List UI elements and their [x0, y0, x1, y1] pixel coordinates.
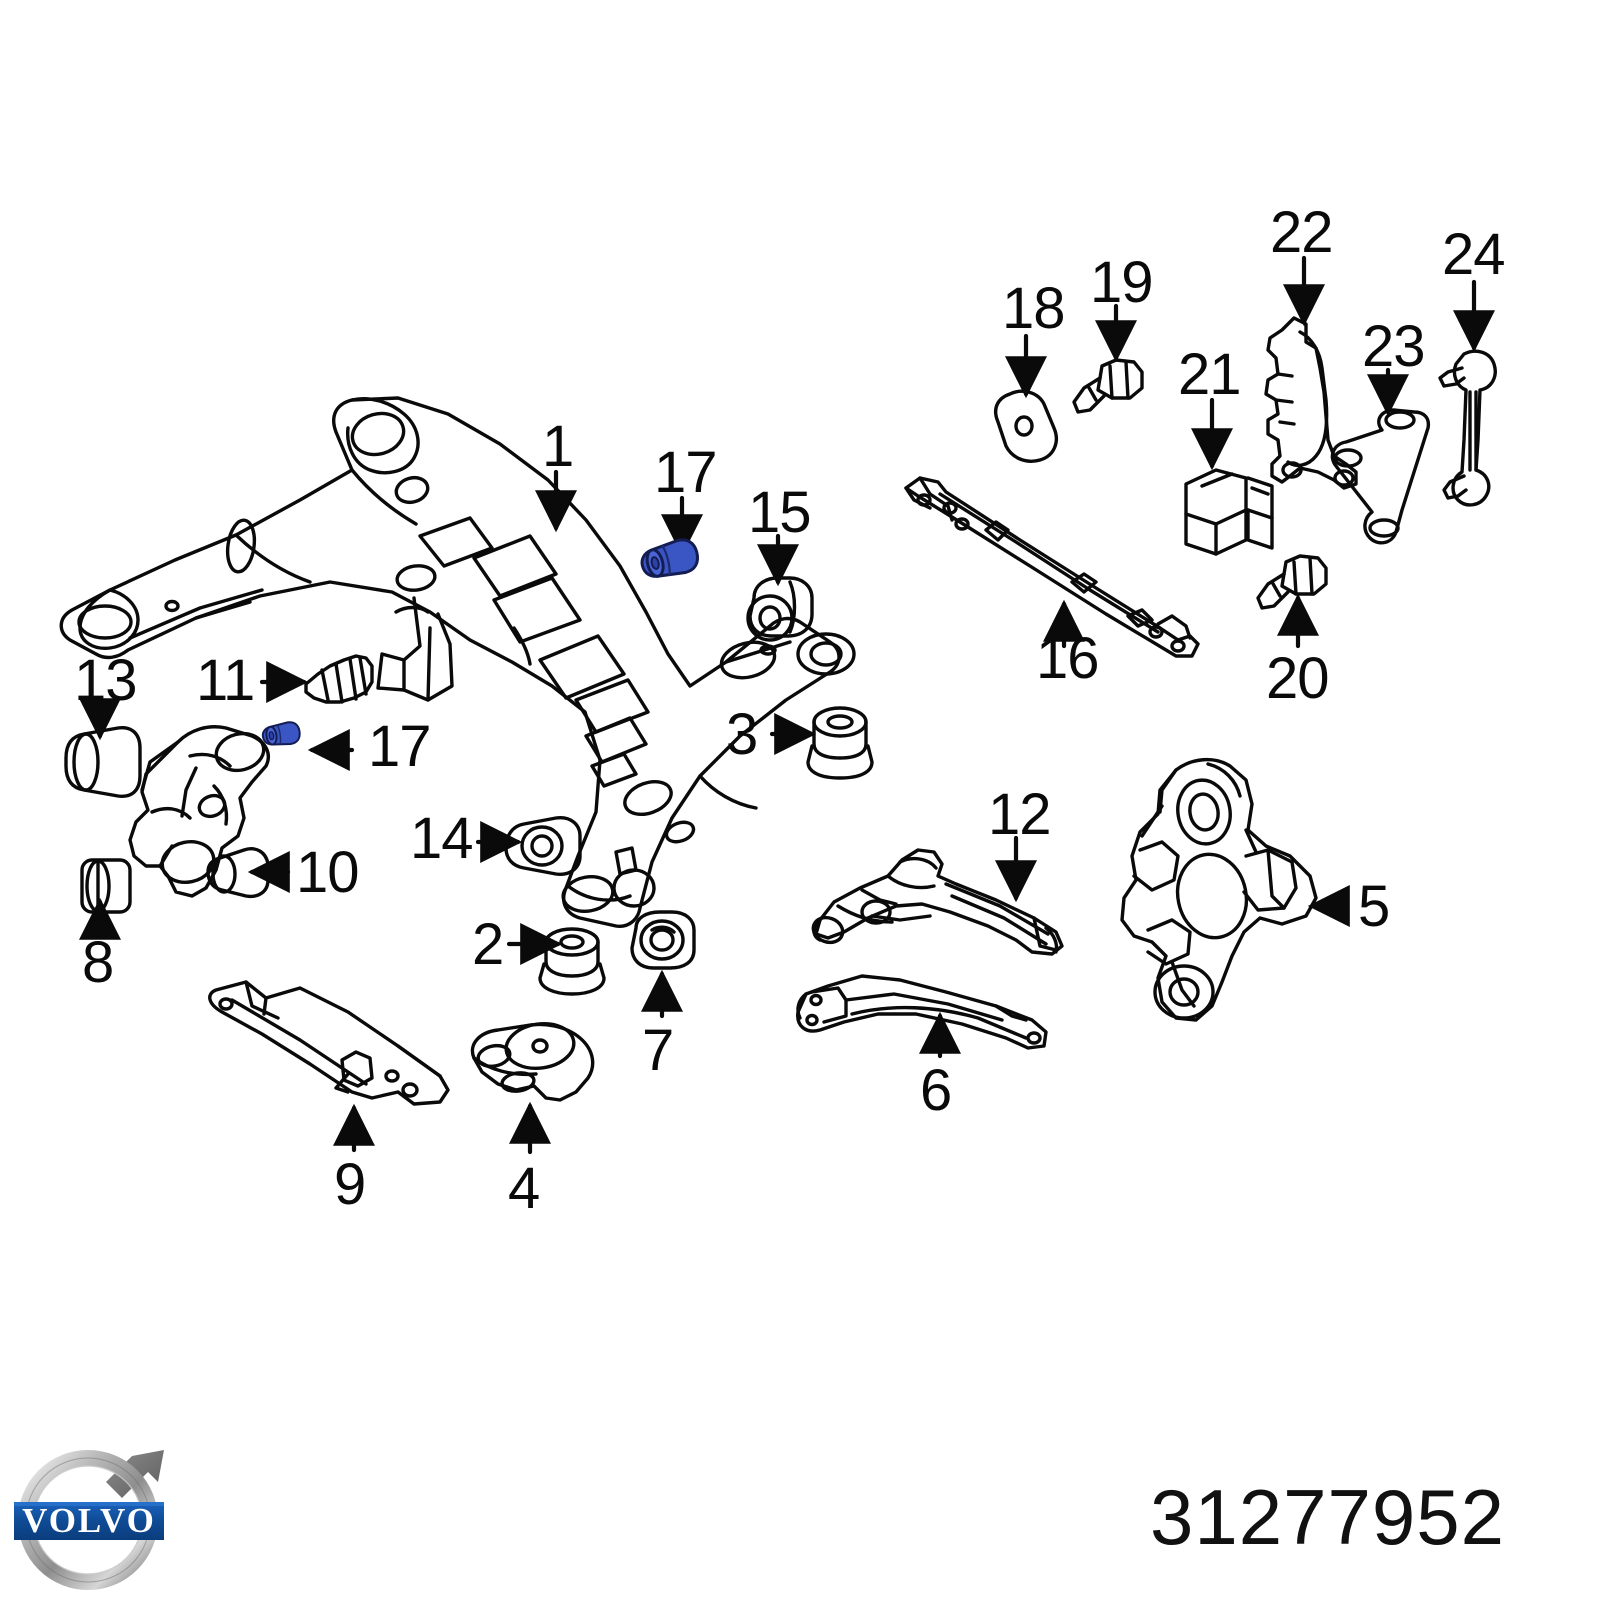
- callout-label-3: 3: [726, 702, 758, 767]
- callout-label-19: 19: [1090, 250, 1154, 315]
- callout-label-4: 4: [508, 1156, 540, 1221]
- callout-label-22: 22: [1270, 200, 1334, 265]
- part-lower-control-arm: [796, 974, 1048, 1050]
- part-bushing-small: [538, 927, 606, 996]
- callout-label-7: 7: [642, 1018, 674, 1083]
- part-mount-bracket: [1264, 316, 1358, 490]
- callout-label-15: 15: [748, 480, 812, 545]
- part-steering-knuckle: [1120, 758, 1318, 1022]
- part-subframe-bushing-upper: [637, 535, 703, 584]
- callout-label-10: 10: [296, 840, 360, 905]
- callout-label-20: 20: [1266, 646, 1330, 711]
- part-bushing-sleeve-lower: [80, 858, 132, 914]
- callout-label-11: 11: [196, 648, 255, 713]
- callout-label-17-upper: 17: [654, 440, 718, 505]
- callout-label-14: 14: [410, 806, 474, 871]
- part-rubber-stop-block: [1184, 468, 1274, 556]
- callout-label-2: 2: [472, 912, 504, 977]
- callout-label-16: 16: [1036, 626, 1100, 691]
- callout-label-24: 24: [1442, 222, 1506, 287]
- part-washer-plate: [993, 389, 1059, 463]
- callout-label-23: 23: [1362, 314, 1426, 379]
- part-number: 31277952: [1150, 1473, 1506, 1561]
- callout-label-21: 21: [1178, 342, 1242, 407]
- volvo-logo: VOLVO: [14, 1450, 164, 1590]
- callout-label-8: 8: [82, 930, 114, 995]
- callout-label-9: 9: [334, 1152, 366, 1217]
- part-upper-control-arm: [811, 848, 1064, 956]
- part-hex-bolt-lower: [1256, 554, 1328, 610]
- part-reinforcement-rail: [904, 476, 1200, 658]
- callout-label-1: 1: [542, 414, 574, 479]
- callout-label-6: 6: [920, 1058, 952, 1123]
- callout-leaders: [79, 255, 1495, 1155]
- part-bushing-sleeve-upper: [64, 726, 142, 798]
- part-triangular-plate: [1330, 408, 1431, 545]
- part-bushing-tapered: [746, 576, 814, 642]
- part-hex-bolt-upper: [1072, 358, 1144, 414]
- callout-label-12: 12: [988, 782, 1052, 847]
- part-trailing-arm: [208, 980, 450, 1106]
- callout-label-17-lower: 17: [368, 714, 432, 779]
- part-bushing-flanged: [504, 816, 582, 876]
- part-bushing-stepped: [806, 706, 874, 780]
- callout-label-18: 18: [1002, 276, 1066, 341]
- callout-label-5: 5: [1358, 874, 1390, 939]
- part-bracket-mount: [470, 1022, 595, 1102]
- part-stud-bolt: [304, 654, 374, 704]
- part-rear-knuckle-left: [128, 725, 271, 898]
- part-bushing-ring: [630, 910, 696, 970]
- callout-label-13: 13: [74, 648, 138, 713]
- volvo-wordmark: VOLVO: [22, 1501, 156, 1540]
- part-subframe-bushing-lower: [260, 719, 303, 749]
- part-stabilizer-link: [1438, 349, 1497, 507]
